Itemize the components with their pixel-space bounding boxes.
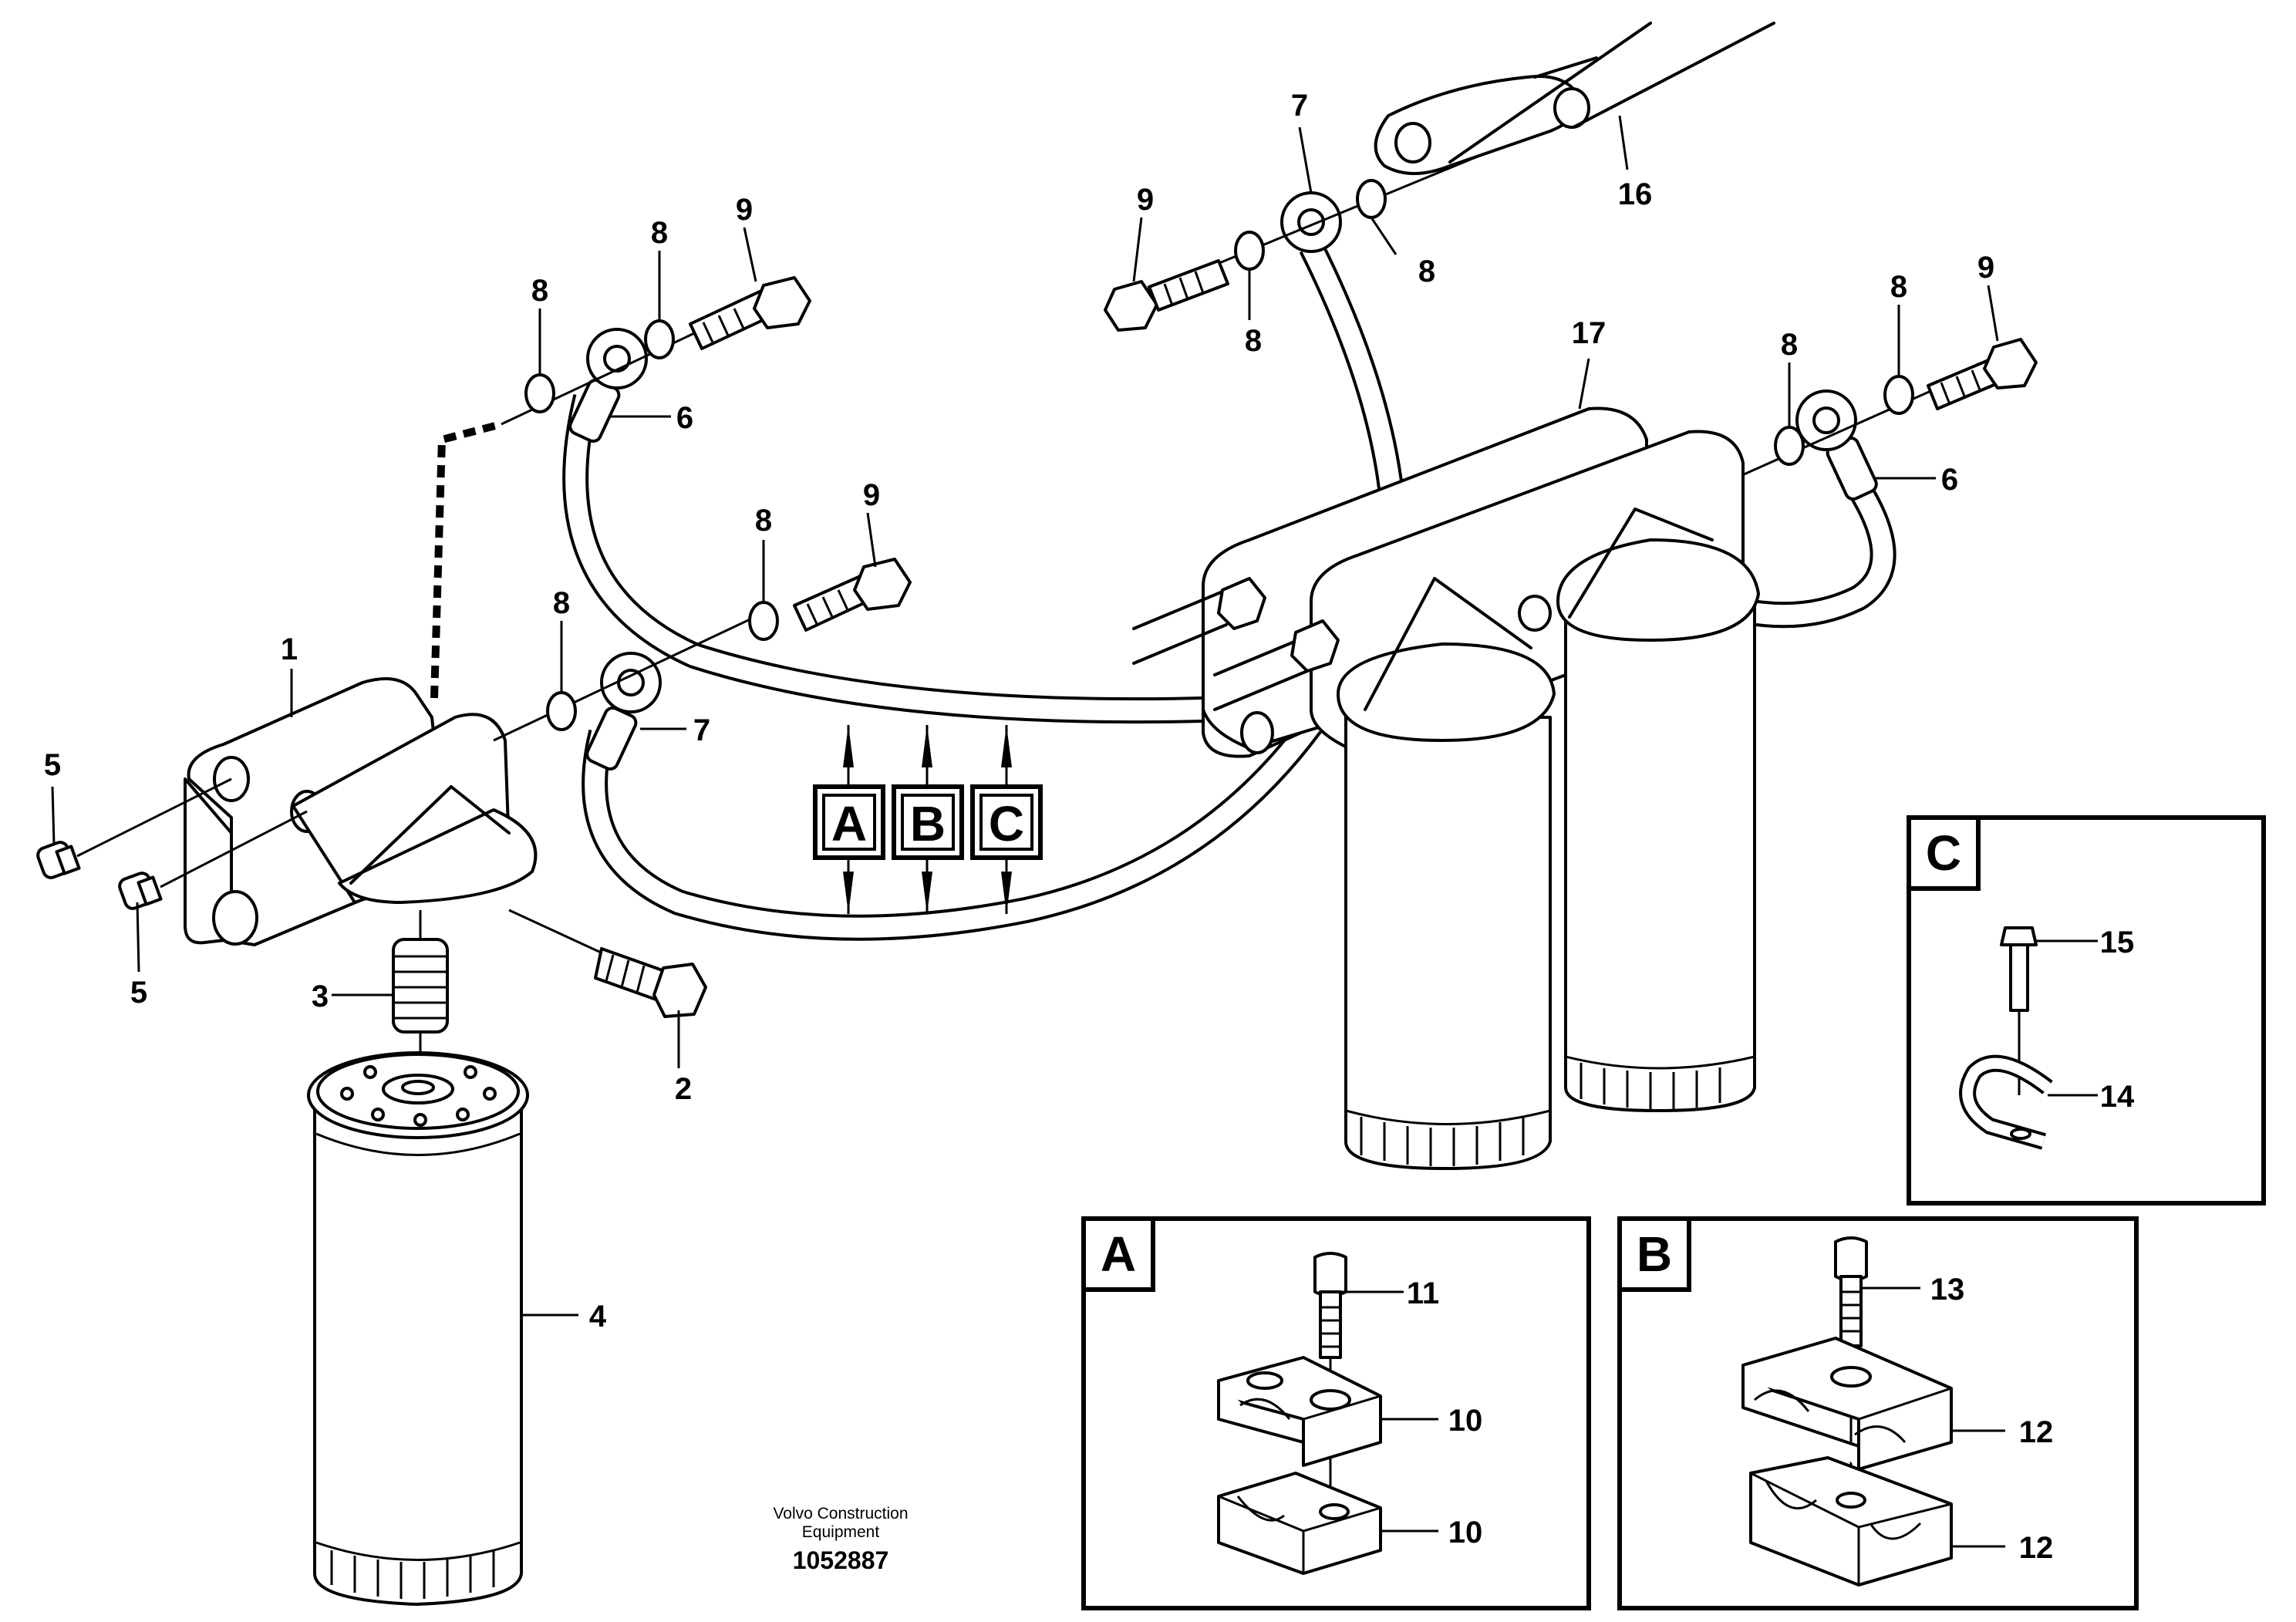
filter-holes (340, 1065, 497, 1127)
label-9d: 9 (1977, 251, 1994, 285)
label-1: 1 (281, 632, 298, 666)
hose-fitting-left (1132, 577, 1266, 665)
footer-line-2: Equipment (802, 1523, 880, 1541)
inset-b-letter: B (1637, 1226, 1672, 1282)
inset-c-letter: C (1926, 825, 1961, 881)
washer-8f (1356, 179, 1387, 219)
label-3: 3 (312, 980, 329, 1013)
label-9c: 9 (1137, 183, 1154, 217)
plug-5-lower (118, 810, 308, 910)
bolt-2 (508, 909, 707, 1018)
drawing-number: 1052887 (793, 1546, 889, 1574)
label-14: 14 (2100, 1080, 2135, 1114)
clamp-half-12-upper (1741, 1337, 1953, 1471)
label-8g: 8 (1781, 328, 1798, 362)
label-6-left: 6 (676, 401, 693, 435)
label-2: 2 (675, 1072, 692, 1106)
bolt-assembly-upper-left (501, 276, 811, 426)
label-10-lower: 10 (1448, 1516, 1483, 1549)
label-12-upper: 12 (2019, 1415, 2054, 1449)
inset-b: B (1617, 1216, 2139, 1610)
label-8e: 8 (1245, 324, 1262, 358)
label-9a: 9 (736, 193, 753, 227)
part-labels: 1 2 3 4 5 5 6 6 7 7 8 8 8 8 8 8 8 8 9 9 … (44, 89, 2135, 1565)
clamp-half-10-lower (1217, 1472, 1382, 1575)
inset-a: A (1081, 1216, 1591, 1610)
washer-8a (524, 373, 555, 413)
label-7-left: 7 (693, 713, 710, 747)
label-8a: 8 (531, 274, 548, 308)
filter-canister-front (1337, 577, 1556, 1170)
washer-8h (1883, 375, 1914, 415)
inset-a-letter: A (1101, 1226, 1136, 1282)
hose-fitting-right (1213, 619, 1340, 711)
label-5-lower: 5 (130, 976, 147, 1010)
label-5-upper: 5 (44, 748, 61, 782)
oil-filter-4 (307, 1051, 529, 1606)
ref-box-a: A (813, 784, 885, 860)
label-6-right: 6 (1941, 463, 1958, 497)
plug-5-upper (36, 777, 232, 879)
bolt-9a (753, 276, 811, 329)
hose-7-left (582, 652, 1322, 941)
washer-8c (546, 691, 577, 731)
hose-7-right (1280, 191, 1405, 503)
hose-6-left (562, 328, 1204, 724)
clamp-half-10-upper (1217, 1356, 1382, 1467)
label-9b: 9 (863, 478, 880, 512)
washer-8g (1774, 426, 1805, 466)
label-7-right: 7 (1291, 89, 1308, 123)
hose-6-right (1732, 389, 1896, 629)
label-8f: 8 (1418, 255, 1435, 288)
ref-letter-a: A (831, 796, 867, 851)
ref-box-c: C (970, 784, 1043, 860)
footer-credit: Volvo Construction Equipment 1052887 (773, 1505, 908, 1574)
dashed-connector (430, 420, 503, 699)
label-8c: 8 (755, 504, 772, 538)
label-10-upper: 10 (1448, 1404, 1483, 1438)
label-16: 16 (1618, 177, 1653, 211)
label-4: 4 (589, 1300, 607, 1334)
footer-line-1: Volvo Construction (773, 1505, 908, 1523)
nipple-3 (392, 910, 449, 1088)
clamp-half-12-lower (1749, 1456, 1953, 1587)
washer-8d (748, 601, 779, 641)
bolt-9d (1983, 338, 2038, 389)
bolt-assembly-right (1735, 338, 2038, 480)
bolt-9c (1104, 280, 1158, 332)
washer-8e (1234, 231, 1265, 271)
ref-letter-b: B (910, 796, 946, 851)
label-8d: 8 (553, 586, 570, 620)
label-17: 17 (1572, 316, 1607, 350)
ref-box-b: B (892, 784, 964, 860)
label-15: 15 (2100, 926, 2135, 959)
label-8b: 8 (651, 216, 668, 250)
label-11: 11 (1407, 1276, 1439, 1310)
leader-lines (51, 115, 2098, 1548)
bracket-16 (1374, 22, 1775, 175)
bolt-assembly-middle-left (493, 558, 912, 742)
clamp-14 (1959, 1054, 2053, 1150)
filter-canister-rear (1556, 508, 1760, 1112)
filter-head-1 (184, 677, 538, 946)
label-12-lower: 12 (2019, 1531, 2054, 1565)
ref-letter-c: C (989, 796, 1024, 851)
bolt-9b (853, 558, 912, 611)
label-13: 13 (1930, 1273, 1965, 1307)
washer-8b (644, 319, 675, 359)
label-8h: 8 (1890, 270, 1907, 304)
inset-c: C (1907, 815, 2266, 1206)
bolt-15 (2000, 926, 2038, 1095)
